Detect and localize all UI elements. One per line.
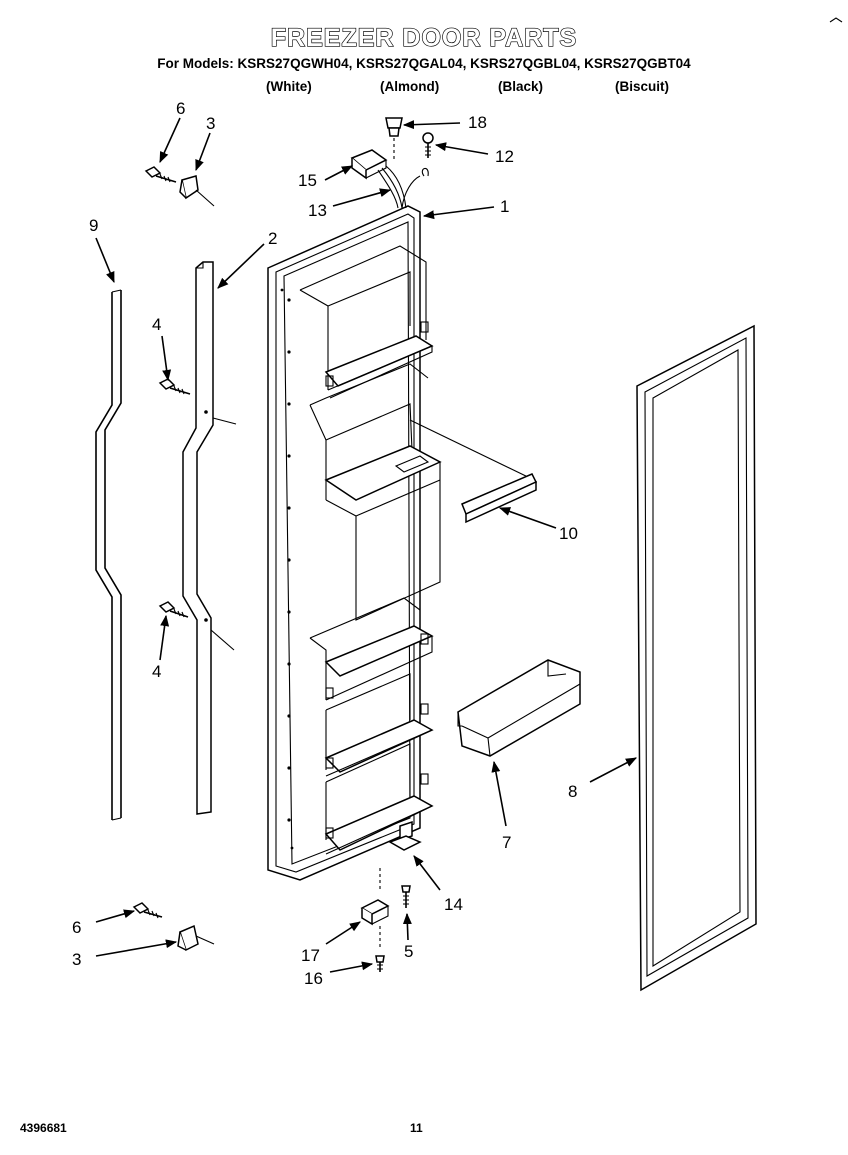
callout-6-lower: 6 [72, 918, 81, 937]
models-line: For Models: KSRS27QGWH04, KSRS27QGAL04, … [157, 56, 691, 71]
variant-white: (White) [266, 79, 312, 94]
variant-black: (Black) [498, 79, 544, 94]
part-3-hinge-lower [177, 924, 215, 952]
callout-7: 7 [502, 833, 511, 852]
callout-5: 5 [404, 942, 413, 961]
variant-biscuit: (Biscuit) [615, 79, 669, 94]
callout-12: 12 [495, 147, 514, 166]
part-2-trim-strip [182, 261, 237, 815]
part-6-hinge-screw-upper [144, 166, 177, 183]
part-1-door-liner [267, 205, 531, 881]
page-title: FREEZER DOOR PARTS [270, 23, 578, 52]
part-7-door-bin [457, 659, 581, 757]
variant-almond: (Almond) [380, 79, 440, 94]
part-14-hinge-bracket [388, 820, 422, 851]
part-17-hinge-block [360, 868, 390, 950]
callout-4-upper: 4 [152, 315, 161, 334]
part-6-hinge-screw-lower [132, 902, 163, 919]
callout-8: 8 [568, 782, 577, 801]
part-16-screw [375, 955, 385, 972]
part-3-hinge-upper [179, 175, 215, 207]
document-number: 4396681 [20, 1121, 67, 1135]
leader-arrows [95, 117, 637, 973]
part-18-plug [385, 117, 403, 160]
callout-15: 15 [298, 171, 317, 190]
page-number: 11 [410, 1121, 423, 1135]
part-4-screw-lower [158, 601, 189, 618]
callout-6-upper: 6 [176, 99, 185, 118]
callout-1: 1 [500, 197, 509, 216]
corner-mark [829, 17, 843, 23]
callout-14: 14 [444, 895, 463, 914]
part-10-shelf-trim [461, 473, 538, 524]
callout-4-lower: 4 [152, 662, 161, 681]
callout-3-lower: 3 [72, 950, 81, 969]
callout-3-upper: 3 [206, 114, 215, 133]
part-5-screw [401, 885, 411, 908]
part-12-screw [422, 132, 434, 158]
callout-18: 18 [468, 113, 487, 132]
callout-9: 9 [89, 216, 98, 235]
callout-2: 2 [268, 229, 277, 248]
callout-10: 10 [559, 524, 578, 543]
callout-16: 16 [304, 969, 323, 988]
part-15-wire-connector [350, 149, 388, 180]
callout-17: 17 [301, 946, 320, 965]
part-9-door-strip [95, 289, 122, 821]
part-8-door-gasket [636, 324, 757, 992]
part-13-wire-harness [377, 165, 429, 209]
callout-13: 13 [308, 201, 327, 220]
part-4-screw-upper [158, 378, 191, 395]
